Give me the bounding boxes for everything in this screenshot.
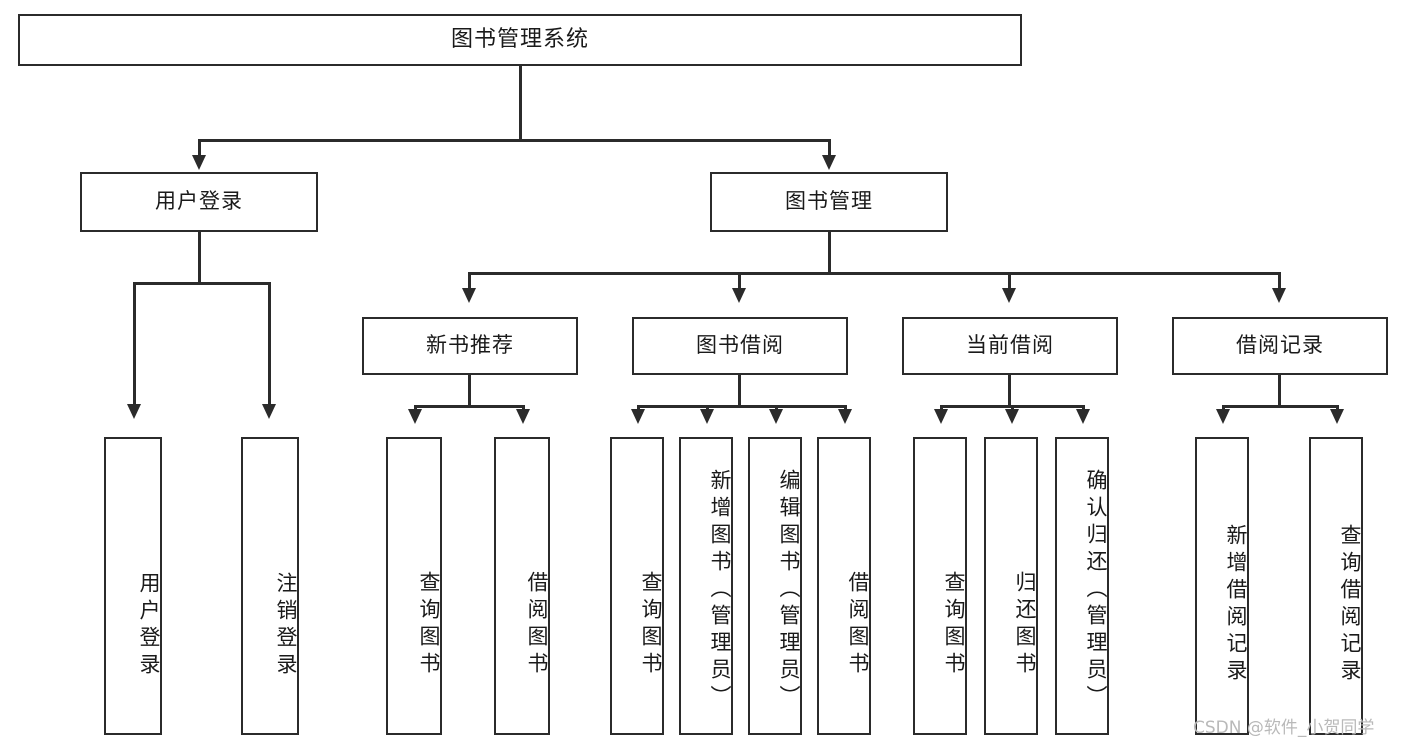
node-leaf-borrow-book-2[interactable]: 借阅图书 (817, 437, 871, 735)
edge-new-book-bus (414, 405, 522, 408)
node-leaf-query-record-label: 查询借阅记录 (1338, 524, 1362, 686)
edge-book-borrow-bus (637, 405, 845, 408)
arrow-user-login-to-leaf-1 (127, 404, 141, 419)
edge-new-book-trunk (468, 375, 471, 407)
arrow-bb-to-leaf-4 (838, 409, 852, 424)
arrow-br-to-leaf-2 (1330, 409, 1344, 424)
edge-br-to-leaf-1 (1222, 405, 1225, 412)
edge-bm-to-current-borrow (1008, 272, 1011, 292)
node-leaf-query-book-1-label: 查询图书 (417, 571, 441, 679)
node-borrow-record-label: 借阅记录 (1236, 333, 1324, 358)
edge-user-login-bus (133, 282, 268, 285)
edge-bm-to-borrow-record (1278, 272, 1281, 292)
edge-bm-to-book-borrow (738, 272, 741, 292)
node-leaf-query-record[interactable]: 查询借阅记录 (1309, 437, 1363, 735)
node-leaf-confirm-return-label: 确认归还（管理员） (1084, 468, 1108, 712)
edge-root-to-book-management (828, 139, 831, 159)
arrow-bm-to-book-borrow (732, 288, 746, 303)
edge-root-to-user-login (198, 139, 201, 159)
node-current-borrow-label: 当前借阅 (966, 333, 1054, 358)
node-new-book-recommend-label: 新书推荐 (426, 333, 514, 358)
arrow-root-to-user-login (192, 155, 206, 170)
node-leaf-query-book-3-label: 查询图书 (942, 571, 966, 679)
edge-bm-to-new-book (468, 272, 471, 292)
node-root-book-management-system[interactable]: 图书管理系统 (18, 14, 1022, 66)
edge-root-trunk (519, 66, 522, 141)
edge-book-management-trunk (828, 232, 831, 274)
node-book-borrow[interactable]: 图书借阅 (632, 317, 848, 375)
node-leaf-query-book-3[interactable]: 查询图书 (913, 437, 967, 735)
node-leaf-borrow-book-1[interactable]: 借阅图书 (494, 437, 550, 735)
node-leaf-logout-login-label: 注销登录 (274, 572, 298, 680)
arrow-cb-to-leaf-2 (1005, 409, 1019, 424)
edge-br-to-leaf-2 (1336, 405, 1339, 412)
arrow-bb-to-leaf-2 (700, 409, 714, 424)
edge-current-borrow-trunk (1008, 375, 1011, 407)
edge-user-login-to-leaf-1 (133, 282, 136, 407)
edge-nb-to-leaf-1 (414, 405, 417, 412)
node-leaf-add-record[interactable]: 新增借阅记录 (1195, 437, 1249, 735)
edge-root-bus (198, 139, 831, 142)
node-leaf-query-book-1[interactable]: 查询图书 (386, 437, 442, 735)
arrow-user-login-to-leaf-2 (262, 404, 276, 419)
node-leaf-edit-book[interactable]: 编辑图书（管理员） (748, 437, 802, 735)
arrow-bm-to-borrow-record (1272, 288, 1286, 303)
arrow-nb-to-leaf-1 (408, 409, 422, 424)
edge-bb-to-leaf-4 (844, 405, 847, 412)
node-leaf-borrow-book-2-label: 借阅图书 (846, 571, 870, 679)
edge-borrow-record-bus (1222, 405, 1336, 408)
node-leaf-add-record-label: 新增借阅记录 (1224, 524, 1248, 686)
arrow-root-to-book-management (822, 155, 836, 170)
arrow-bm-to-current-borrow (1002, 288, 1016, 303)
edge-cb-to-leaf-1 (940, 405, 943, 412)
node-borrow-record[interactable]: 借阅记录 (1172, 317, 1388, 375)
node-root-label: 图书管理系统 (450, 26, 589, 52)
node-book-management[interactable]: 图书管理 (710, 172, 948, 232)
edge-nb-to-leaf-2 (522, 405, 525, 412)
node-user-login-label: 用户登录 (155, 189, 243, 214)
node-leaf-user-login-label: 用户登录 (137, 572, 161, 680)
edge-user-login-trunk (198, 232, 201, 284)
node-current-borrow[interactable]: 当前借阅 (902, 317, 1118, 375)
edge-bb-to-leaf-2 (706, 405, 709, 412)
arrow-cb-to-leaf-1 (934, 409, 948, 424)
edge-bb-to-leaf-3 (775, 405, 778, 412)
node-new-book-recommend[interactable]: 新书推荐 (362, 317, 578, 375)
edge-user-login-to-leaf-2 (268, 282, 271, 407)
edge-borrow-record-trunk (1278, 375, 1281, 407)
edge-book-borrow-trunk (738, 375, 741, 407)
node-leaf-logout-login[interactable]: 注销登录 (241, 437, 299, 735)
arrow-br-to-leaf-1 (1216, 409, 1230, 424)
edge-book-management-bus (468, 272, 1280, 275)
node-user-login[interactable]: 用户登录 (80, 172, 318, 232)
arrow-nb-to-leaf-2 (516, 409, 530, 424)
node-leaf-edit-book-label: 编辑图书（管理员） (777, 468, 801, 712)
edge-bb-to-leaf-1 (637, 405, 640, 412)
node-leaf-query-book-2-label: 查询图书 (639, 571, 663, 679)
node-leaf-add-book[interactable]: 新增图书（管理员） (679, 437, 733, 735)
edge-cb-to-leaf-3 (1082, 405, 1085, 412)
arrow-cb-to-leaf-3 (1076, 409, 1090, 424)
node-leaf-query-book-2[interactable]: 查询图书 (610, 437, 664, 735)
csdn-watermark: CSDN @软件_小贺同学 (1193, 718, 1375, 738)
node-leaf-user-login[interactable]: 用户登录 (104, 437, 162, 735)
arrow-bb-to-leaf-3 (769, 409, 783, 424)
edge-cb-to-leaf-2 (1011, 405, 1014, 412)
arrow-bm-to-new-book (462, 288, 476, 303)
node-book-borrow-label: 图书借阅 (696, 333, 784, 358)
node-leaf-confirm-return[interactable]: 确认归还（管理员） (1055, 437, 1109, 735)
node-leaf-return-book-label: 归还图书 (1013, 571, 1037, 679)
node-leaf-return-book[interactable]: 归还图书 (984, 437, 1038, 735)
node-leaf-borrow-book-1-label: 借阅图书 (525, 571, 549, 679)
node-book-management-label: 图书管理 (785, 189, 873, 214)
arrow-bb-to-leaf-1 (631, 409, 645, 424)
node-leaf-add-book-label: 新增图书（管理员） (708, 468, 732, 712)
